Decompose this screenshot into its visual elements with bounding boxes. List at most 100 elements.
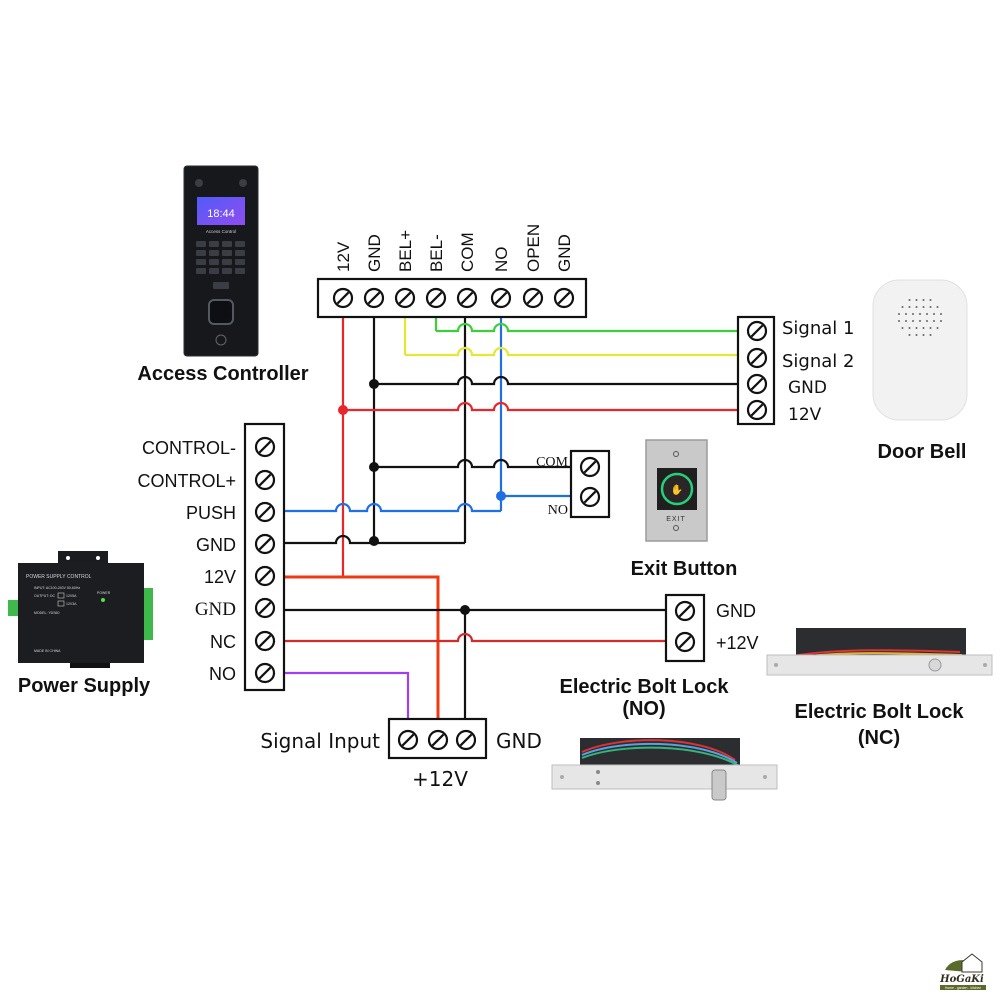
keypad-key (235, 241, 245, 247)
hogaki-brand: HoGaKi (939, 974, 984, 985)
keypad-key (196, 250, 206, 256)
bolt-lock-nc-label-line1: Electric Bolt Lock (795, 701, 965, 723)
wire-bell-gnd (374, 375, 748, 386)
speaker-hole (915, 306, 918, 308)
speaker-hole (919, 320, 921, 322)
ps-terminal-label: PUSH (186, 503, 236, 523)
access-controller-label: Access Controller (137, 363, 308, 385)
ps-terminal-screw (254, 565, 276, 587)
bell-terminal-label-signal1: Signal 1 (782, 318, 854, 339)
speaker-hole (922, 299, 925, 301)
bell-terminal-screw (746, 399, 768, 421)
exit-terminal-screw (579, 456, 601, 478)
speaker-hole (929, 299, 932, 301)
controller-terminal-label: 12V (334, 241, 353, 272)
ps-terminal-screw (254, 533, 276, 555)
hogaki-tagline: Home - garden - kitchen (945, 986, 981, 990)
wires (284, 317, 748, 719)
ps-panel-output: OUTPUT: DC (34, 594, 55, 598)
bolt-lock-terminal-label-gnd: GND (716, 601, 756, 621)
speaker-hole (915, 334, 918, 336)
exit-plate-text: EXIT (666, 516, 686, 523)
speaker-hole (908, 334, 911, 336)
bell-terminal-screw (746, 320, 768, 342)
controller-terminal-screw (490, 287, 512, 309)
controller-terminal-screw (394, 287, 416, 309)
signal-gnd-label: GND (496, 729, 542, 753)
junction-dot (338, 405, 348, 415)
junction-dot (369, 379, 379, 389)
bolt-lock-no-label-line2: (NO) (622, 698, 665, 720)
door-bell-label: Door Bell (878, 441, 967, 463)
controller-terminal-label: BEL+ (396, 230, 415, 272)
wire-bel-plus-signal2 (405, 346, 748, 357)
speaker-hole (901, 327, 904, 329)
speaker-hole (919, 313, 921, 315)
speaker-hole (933, 320, 935, 322)
exit-button-device: ✋ EXIT (645, 439, 708, 542)
speaker-hole (922, 327, 925, 329)
speaker-hole (940, 313, 942, 315)
junction-dot (369, 462, 379, 472)
exit-terminal-screw (579, 486, 601, 508)
keypad-key (222, 241, 232, 247)
ps-terminal-screw (254, 662, 276, 684)
wire-bel-minus-signal1 (436, 322, 748, 333)
ps-terminal-screw (254, 597, 276, 619)
wire-ps-12v-signal (284, 575, 440, 719)
ps-terminal-screw (254, 436, 276, 458)
speaker-hole (926, 313, 928, 315)
controller-terminal-screw (332, 287, 354, 309)
signal-12v-label: +12V (412, 767, 468, 791)
controller-terminal-label: COM (458, 232, 477, 272)
speaker-hole (908, 299, 911, 301)
wire-nc-bolt (284, 632, 675, 643)
house-icon (961, 953, 983, 973)
speaker-hole (922, 334, 925, 336)
keypad-key (209, 241, 219, 247)
wire-bell-12v (343, 401, 748, 412)
speaker-hole (908, 306, 911, 308)
speaker-hole (936, 306, 939, 308)
signal-terminal-screw (427, 729, 449, 751)
ps-terminal-label: 12V (204, 567, 236, 587)
controller-terminal-label: NO (492, 247, 511, 273)
ps-terminal-label: GND (196, 535, 236, 555)
ps-terminal-label: NO (209, 664, 236, 684)
wire-ps-gnd (284, 534, 465, 545)
speaker-hole (940, 320, 942, 322)
keypad-key (222, 250, 232, 256)
controller-terminal-screw (553, 287, 575, 309)
keypad-key (196, 259, 206, 265)
ps-terminal-label: NC (210, 632, 236, 652)
keypad-key (235, 268, 245, 274)
bell-terminal-label-12v: 12V (788, 405, 822, 425)
controller-terminal-block (316, 277, 588, 319)
speaker-hole (905, 320, 907, 322)
controller-terminal-label: GND (555, 234, 574, 272)
speaker-hole (898, 320, 900, 322)
speaker-hole (905, 313, 907, 315)
speaker-hole (929, 334, 932, 336)
wire-no-signal (284, 671, 410, 719)
hand-icon: ✋ (671, 483, 683, 496)
speaker-hole (898, 313, 900, 315)
speaker-hole (926, 320, 928, 322)
exit-terminal-label-no: NO (548, 503, 568, 518)
ps-panel-input: INPUT: AC100-240V 50-60Hz (34, 586, 80, 590)
keypad-key (196, 241, 206, 247)
ps-terminal-screw (254, 469, 276, 491)
keypad-key (222, 268, 232, 274)
controller-terminal-label: BEL- (427, 234, 446, 272)
speaker-hole (912, 320, 914, 322)
speaker-hole (929, 306, 932, 308)
signal-terminal-screw (397, 729, 419, 751)
ps-terminal-label: CONTROL+ (137, 471, 236, 491)
controller-terminal-screw (522, 287, 544, 309)
ps-panel-power: POWER (97, 591, 111, 595)
speaker-hole (901, 306, 904, 308)
bolt-lock-nc-device (766, 628, 993, 676)
controller-screen-caption: Access Control (206, 229, 236, 234)
bolt-lock-terminal-screw (674, 631, 696, 653)
